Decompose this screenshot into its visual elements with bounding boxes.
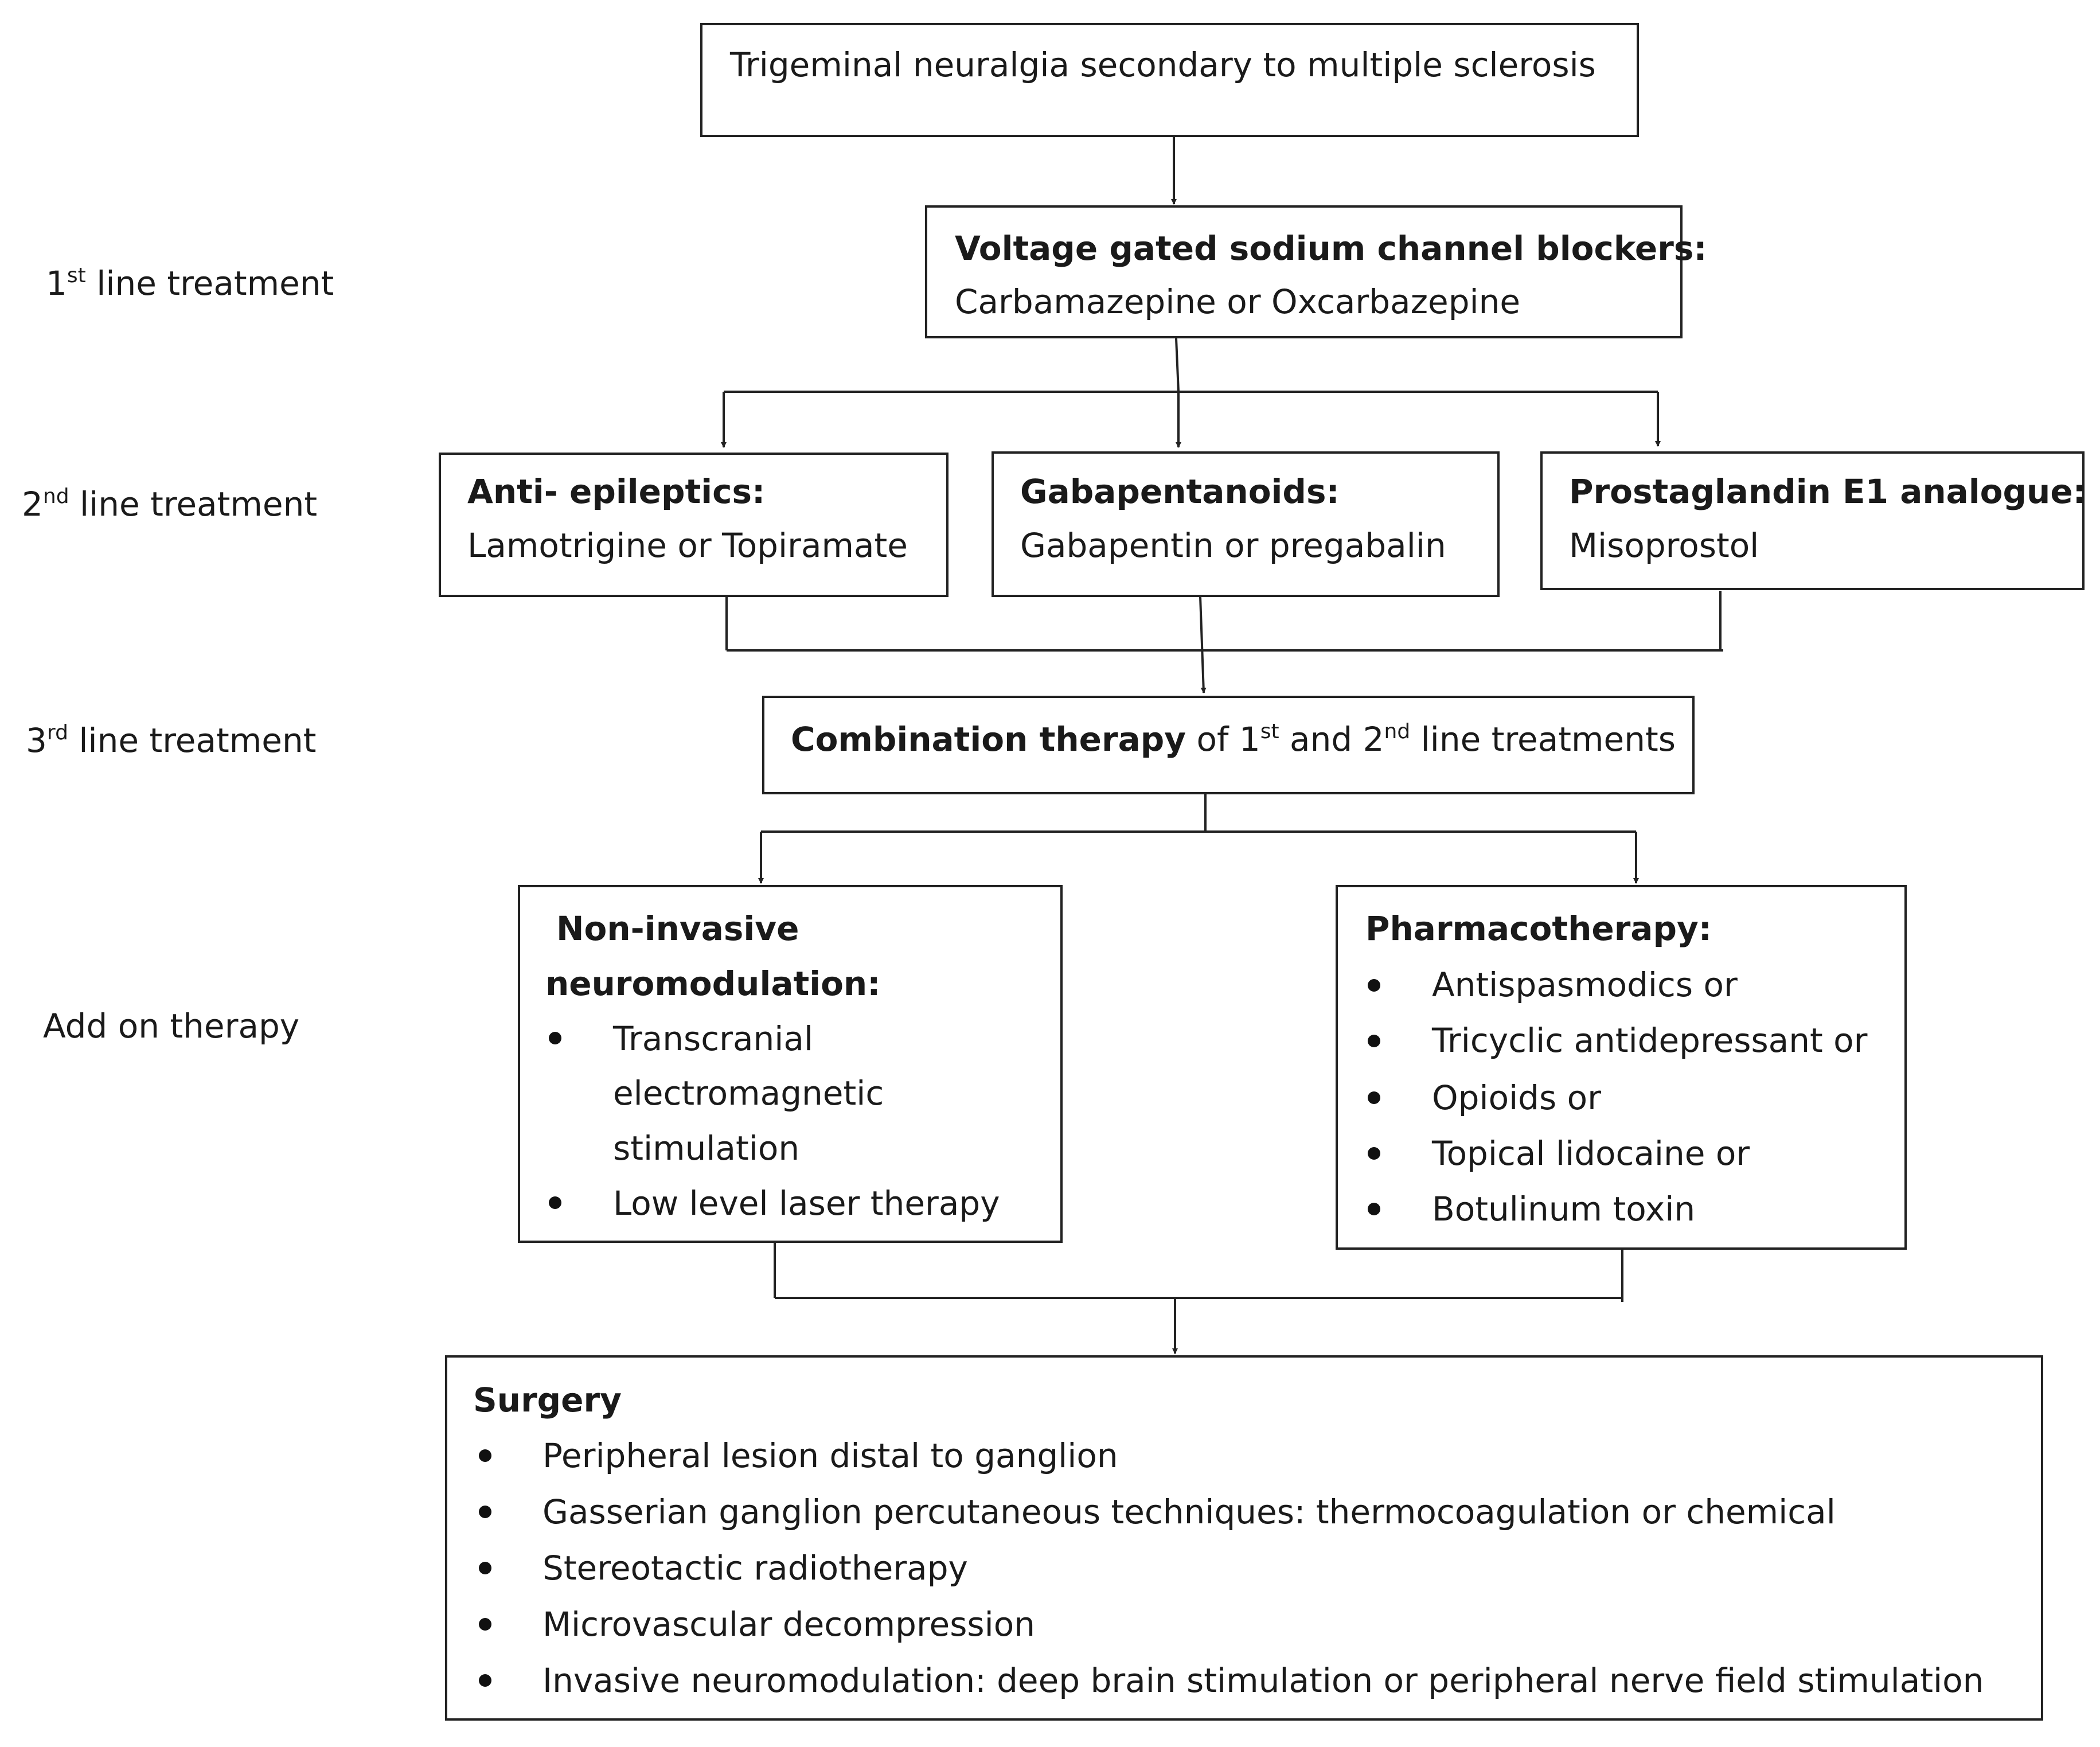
diagnosis-text: Trigeminal neuralgia secondary to multip…	[730, 45, 1596, 84]
pharmacotherapy-box: Pharmacotherapy: Antispasmodics or Tricy…	[1336, 885, 1907, 1250]
surgery-item: Microvascular decompression	[542, 1605, 1036, 1644]
antiepileptics-drugs: Lamotrigine or Topiramate	[467, 526, 908, 565]
bullet-icon	[479, 1506, 491, 1518]
pharmacotherapy-heading: Pharmacotherapy:	[1365, 909, 1712, 948]
surgery-item: Gasserian ganglion percutaneous techniqu…	[542, 1492, 1836, 1531]
surgery-item: Stereotactic radiotherapy	[542, 1549, 968, 1588]
bullet-icon	[479, 1562, 491, 1574]
gabapentanoids-heading: Gabapentanoids:	[1020, 472, 1340, 511]
first-line-box: Voltage gated sodium channel blockers: C…	[925, 205, 1707, 338]
first-line-drugs: Carbamazepine or Oxcarbazepine	[955, 282, 1521, 321]
row-label-1st-line: 1st line treatment	[46, 264, 334, 303]
antiepileptics-box: Anti- epileptics: Lamotrigine or Topiram…	[439, 453, 948, 597]
row-label-3rd-line: 3rd line treatment	[26, 721, 317, 760]
antiepileptics-heading: Anti- epileptics:	[467, 472, 766, 511]
pharmacotherapy-item: Antispasmodics or	[1432, 965, 1738, 1004]
pharmacotherapy-item: Botulinum toxin	[1432, 1190, 1696, 1229]
noninvasive-item-line: stimulation	[613, 1129, 800, 1168]
pharmacotherapy-item: Opioids or	[1432, 1078, 1601, 1117]
surgery-item: Invasive neuromodulation: deep brain sti…	[542, 1661, 1984, 1700]
bullet-icon	[1368, 1035, 1380, 1047]
diagnosis-box: Trigeminal neuralgia secondary to multip…	[700, 23, 1639, 137]
prostaglandin-box: Prostaglandin E1 analogue: Misoprostol	[1540, 451, 2086, 590]
gabapentanoids-drugs: Gabapentin or pregabalin	[1020, 526, 1446, 565]
prostaglandin-drugs: Misoprostol	[1569, 526, 1759, 565]
surgery-box: Surgery Peripheral lesion distal to gang…	[445, 1355, 2043, 1721]
bullet-icon	[1368, 1147, 1380, 1160]
prostaglandin-heading: Prostaglandin E1 analogue:	[1569, 472, 2086, 511]
noninvasive-item: Low level laser therapy	[613, 1184, 1000, 1223]
bullet-icon	[479, 1674, 491, 1687]
pharmacotherapy-item: Topical lidocaine or	[1432, 1134, 1750, 1173]
bullet-icon	[549, 1032, 561, 1044]
bullet-icon	[479, 1618, 491, 1631]
combination-therapy-text: Combination therapy of 1st and 2nd line …	[791, 720, 1676, 759]
gabapentanoids-box: Gabapentanoids: Gabapentin or pregabalin	[992, 451, 1500, 597]
noninvasive-neuromodulation-box: Non-invasive neuromodulation: Transcrani…	[518, 885, 1063, 1243]
noninvasive-item-line: electromagnetic	[613, 1074, 884, 1113]
bullet-icon	[549, 1196, 561, 1209]
noninvasive-item-line: Transcranial	[613, 1019, 814, 1058]
pharmacotherapy-item: Tricyclic antidepressant or	[1432, 1021, 1868, 1060]
first-line-heading: Voltage gated sodium channel blockers:	[955, 229, 1707, 268]
row-label-add-on: Add on therapy	[43, 1007, 300, 1046]
bullet-icon	[1368, 979, 1380, 992]
arrow-to-combination	[1199, 596, 1207, 693]
noninvasive-heading-line2: neuromodulation:	[545, 964, 881, 1003]
surgery-item: Peripheral lesion distal to ganglion	[542, 1436, 1118, 1475]
combination-therapy-box: Combination therapy of 1st and 2nd line …	[762, 696, 1695, 794]
surgery-heading: Surgery	[473, 1381, 622, 1420]
bullet-icon	[1368, 1203, 1380, 1215]
connector-first-line-down	[1175, 338, 1180, 392]
row-label-2nd-line: 2nd line treatment	[22, 485, 318, 524]
bullet-icon	[1368, 1091, 1380, 1104]
bullet-icon	[479, 1449, 491, 1462]
noninvasive-heading-line1: Non-invasive	[556, 909, 799, 948]
